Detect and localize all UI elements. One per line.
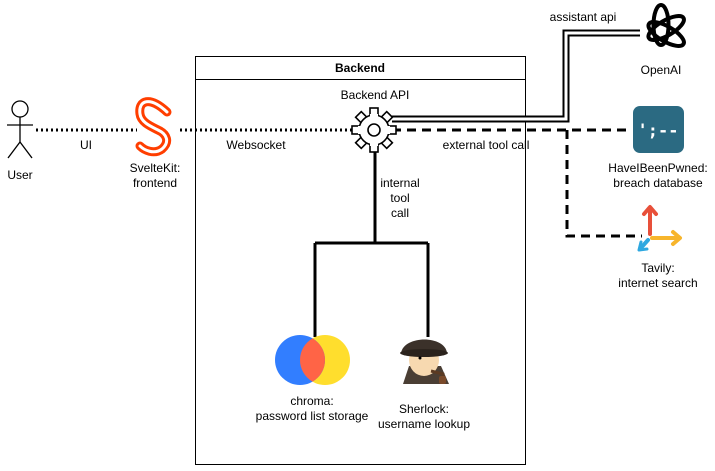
tavily-label-2: internet search	[618, 276, 697, 290]
chroma-logo	[275, 335, 350, 385]
user-icon	[7, 100, 33, 159]
openai-logo	[646, 3, 686, 48]
backend-title: Backend	[335, 61, 385, 75]
user-label: User	[7, 168, 32, 182]
svelte-logo	[135, 97, 172, 157]
sherlock-label-2: username lookup	[378, 417, 470, 431]
gear-icon	[351, 107, 397, 153]
edge-assistant-api	[392, 29, 640, 123]
external-tool-call-label: external tool call	[443, 138, 530, 152]
sherlock-label-1: Sherlock:	[399, 402, 449, 416]
backend-api-label: Backend API	[341, 88, 410, 102]
chroma-label-1: chroma:	[290, 394, 333, 408]
openai-label: OpenAI	[641, 63, 682, 77]
hibp-logo-glyph: ';--	[638, 121, 679, 141]
hibp-logo: ';--	[633, 106, 684, 153]
assistant-api-label: assistant api	[550, 10, 617, 24]
chroma-label-2: password list storage	[256, 409, 369, 423]
ui-label: UI	[80, 138, 92, 152]
internal-tool-call-label-3: call	[391, 206, 409, 220]
sherlock-icon	[400, 339, 449, 384]
edge-internal-tool-call	[313, 150, 430, 337]
hibp-label-2: breach database	[613, 176, 703, 190]
sveltekit-label-2: frontend	[133, 176, 177, 190]
tavily-logo	[637, 205, 682, 252]
internal-tool-call-label-2: tool	[390, 191, 409, 205]
edge-external-tool-call	[392, 128, 642, 238]
internal-tool-call-label-1: internal	[380, 176, 419, 190]
tavily-label-1: Tavily:	[641, 261, 674, 275]
hibp-label-1: HaveIBeenPwned:	[608, 161, 707, 175]
sveltekit-label-1: SvelteKit:	[130, 161, 181, 175]
websocket-label: Websocket	[226, 138, 286, 152]
